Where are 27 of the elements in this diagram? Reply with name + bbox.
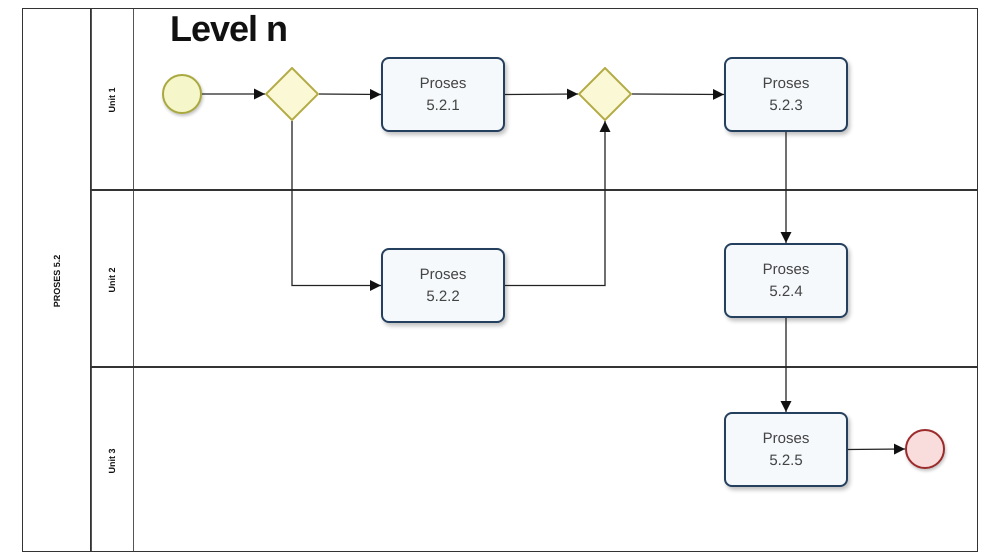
process-box: Proses 5.2.3 [724, 57, 848, 132]
arrow [505, 88, 578, 100]
process-box: Proses 5.2.4 [724, 243, 848, 318]
gateway-diamond [578, 67, 632, 121]
arrow [319, 88, 381, 100]
arrow [780, 132, 792, 243]
process-box: Proses 5.2.2 [381, 248, 505, 323]
swimlane [90, 8, 978, 190]
process-box: Proses 5.2.5 [724, 412, 848, 487]
arrow [505, 121, 610, 286]
arrow [780, 318, 792, 412]
end-event-circle [905, 429, 945, 469]
process-box: Proses 5.2.1 [381, 57, 505, 132]
arrow [202, 88, 265, 100]
lane-label: Unit 3 [107, 448, 117, 473]
start-event-circle [162, 74, 202, 114]
arrow [291, 121, 381, 291]
title: Level n [170, 8, 288, 50]
lane-label: Unit 1 [107, 88, 117, 112]
arrow [632, 88, 724, 100]
swimlane [90, 190, 978, 367]
arrow [848, 444, 905, 455]
gateway-diamond [265, 67, 319, 121]
lane-label: Unit 2 [107, 267, 117, 292]
pool-label: PROSES 5.2 [52, 254, 62, 308]
swimlane-pool [22, 8, 978, 552]
swimlane [90, 367, 978, 552]
